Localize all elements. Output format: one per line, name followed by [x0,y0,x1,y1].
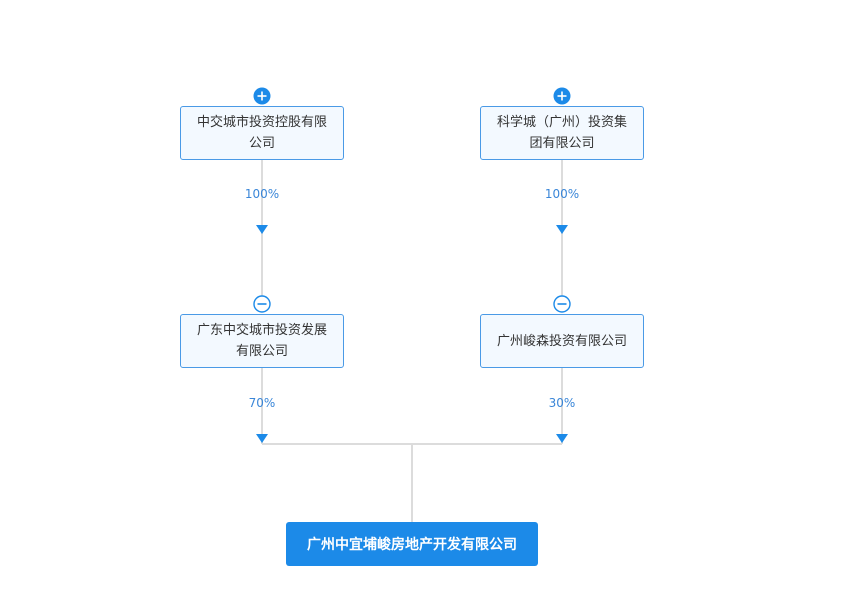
node-label: 中交城市投资控股有限公司 [196,115,327,151]
shareholder-node-left[interactable]: 中交城市投资控股有限公司 [180,106,344,160]
collapse-icon[interactable] [553,295,571,313]
node-label: 广东中交城市投资发展有限公司 [196,323,327,359]
expand-icon[interactable] [253,87,271,105]
intermediate-node-right[interactable]: 广州峻森投资有限公司 [480,314,644,368]
node-label: 科学城（广州）投资集团有限公司 [496,115,627,151]
collapse-icon[interactable] [253,295,271,313]
percent-label: 70% [248,396,276,410]
arrow-down-icon [256,434,268,443]
arrow-down-icon [556,434,568,443]
intermediate-node-left[interactable]: 广东中交城市投资发展有限公司 [180,314,344,368]
shareholder-node-right[interactable]: 科学城（广州）投资集团有限公司 [480,106,644,160]
percent-label: 30% [548,396,576,410]
percent-label: 100% [244,187,280,201]
target-company-node[interactable]: 广州中宜埔峻房地产开发有限公司 [286,522,538,566]
node-label: 广州峻森投资有限公司 [496,333,627,349]
target-company-label: 广州中宜埔峻房地产开发有限公司 [307,537,517,553]
percent-label: 100% [544,187,580,201]
expand-icon[interactable] [553,87,571,105]
arrow-down-icon [556,225,568,234]
arrow-down-icon [256,225,268,234]
